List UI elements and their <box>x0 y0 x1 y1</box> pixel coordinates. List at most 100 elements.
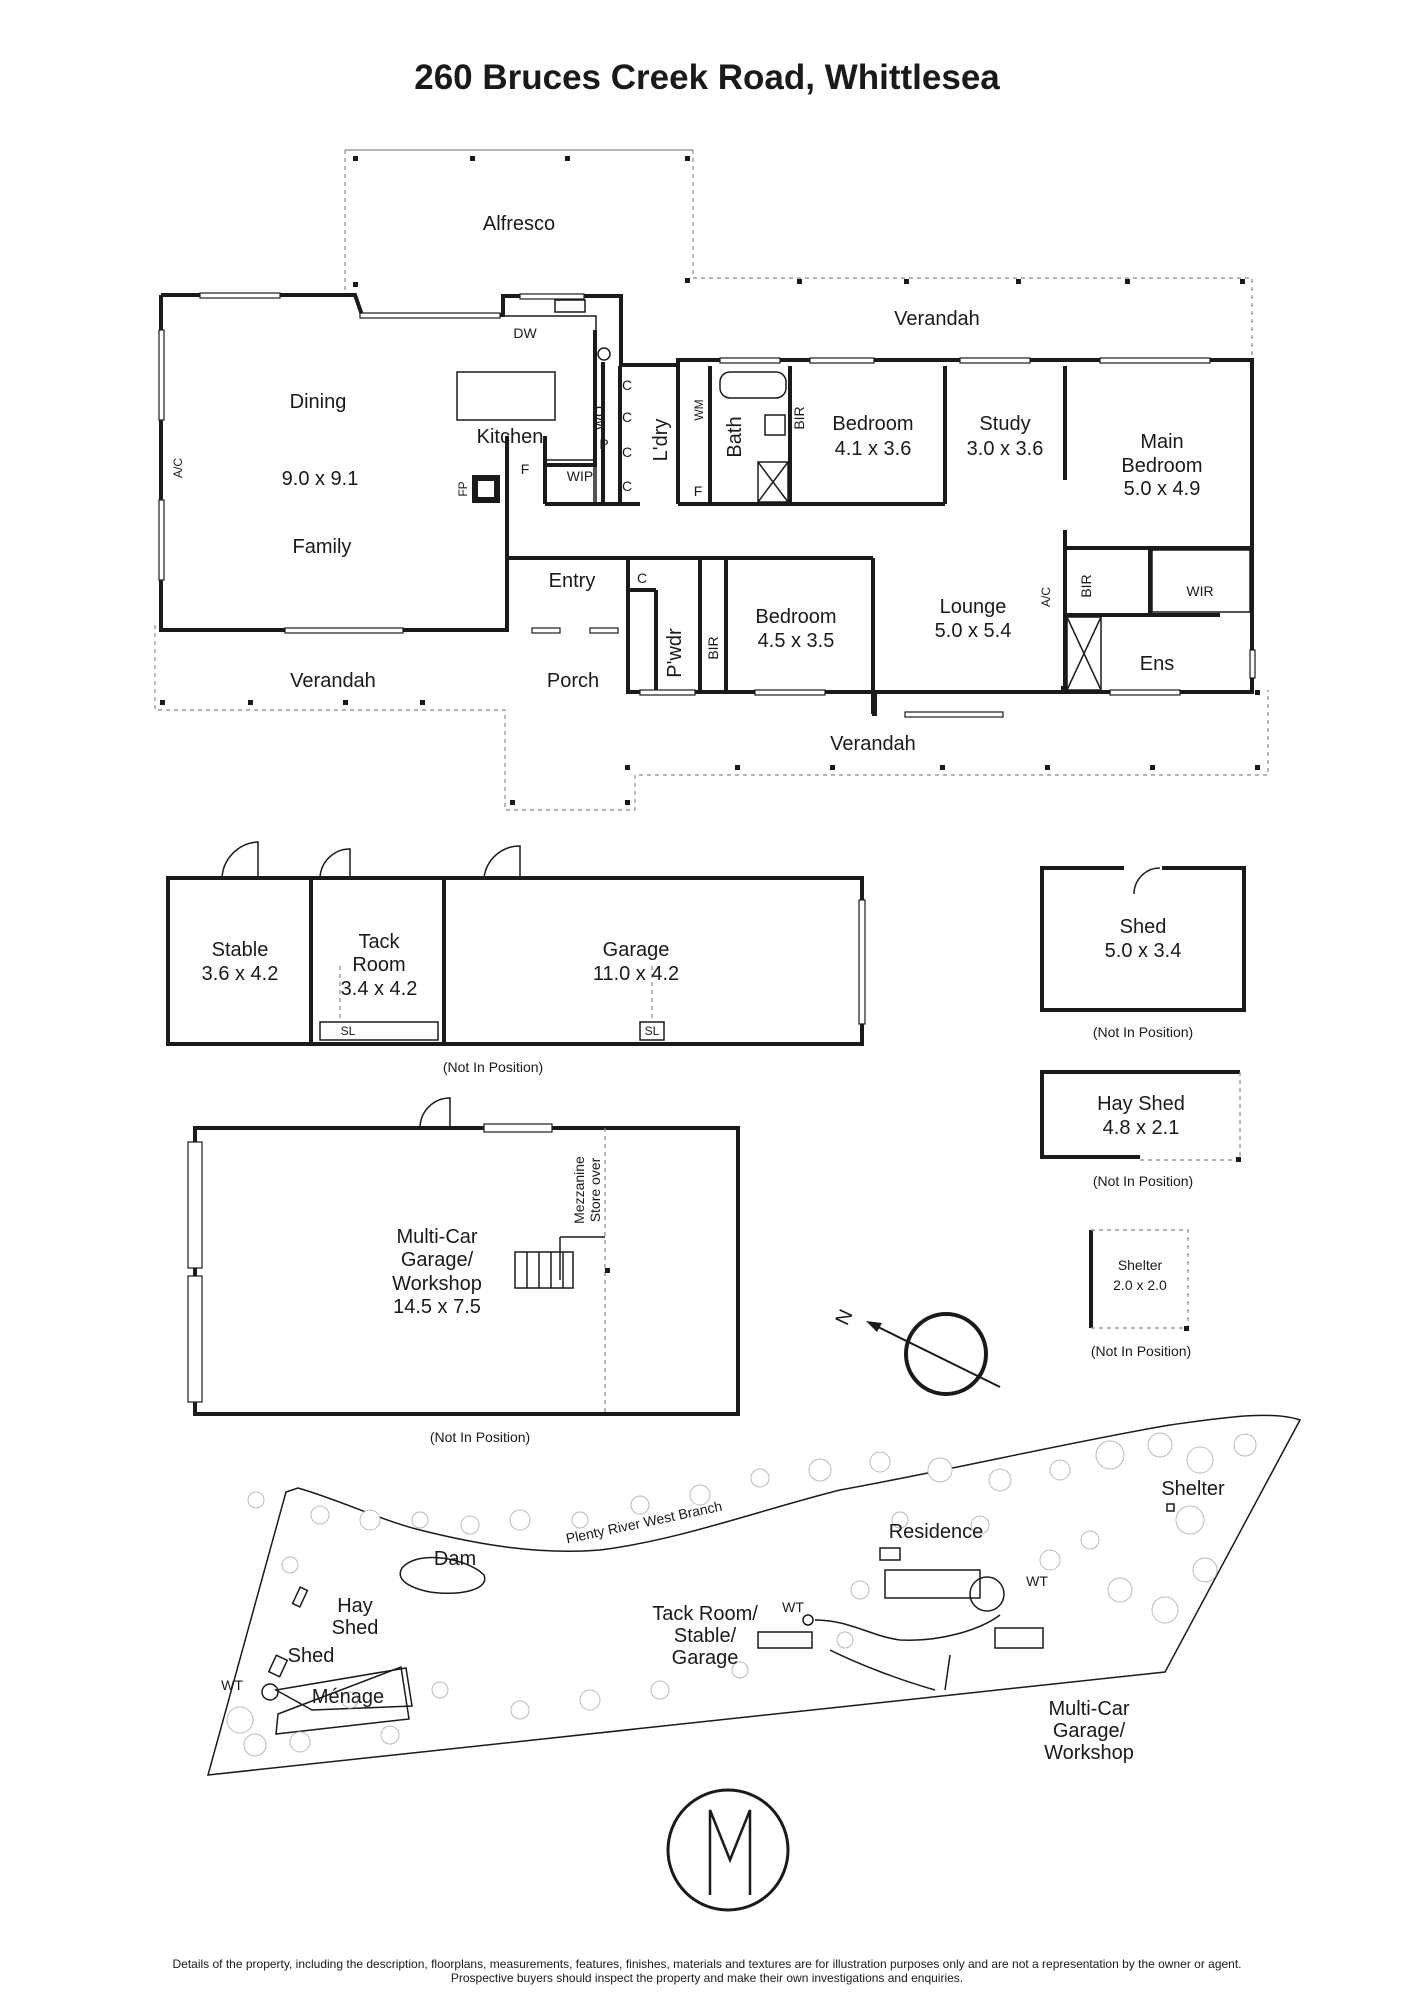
room-label-lounge: Lounge <box>940 596 1007 618</box>
compass-north-label: N <box>832 1306 858 1328</box>
room-label-dining: Dining <box>290 391 347 413</box>
label-mezzanine-2: Store over <box>587 1157 603 1222</box>
room-label-alfresco: Alfresco <box>483 213 555 235</box>
label-cupboard-2: C <box>622 409 632 425</box>
verandah-bottom-area <box>154 625 1269 811</box>
site-label-hay-2: Shed <box>332 1617 379 1639</box>
site-label-hay-1: Hay <box>337 1595 373 1617</box>
label-f-laundry: F <box>694 483 703 499</box>
disclaimer-line-1: Details of the property, including the d… <box>172 1957 1241 1971</box>
label-sl-garage: SL <box>645 1024 660 1038</box>
label-wip: WIP <box>567 468 593 484</box>
label-hay-shed-size: 4.8 x 2.1 <box>1103 1117 1180 1139</box>
label-bir-bed2: BIR <box>791 406 807 429</box>
interior-walls <box>456 299 1252 714</box>
room-label-dining-size: 9.0 x 9.1 <box>282 468 359 490</box>
label-tack-size: 3.4 x 4.2 <box>341 978 418 1000</box>
room-label-porch: Porch <box>547 670 599 692</box>
room-label-main-bedroom-size: 5.0 x 4.9 <box>1124 478 1201 500</box>
room-label-bedroom-3-size: 4.5 x 3.5 <box>758 630 835 652</box>
label-washing-machine: WM <box>692 399 706 420</box>
room-label-verandah-left: Verandah <box>290 670 376 692</box>
shelter-plan: Shelter 2.0 x 2.0 (Not In Position) <box>1089 1229 1191 1359</box>
room-label-kitchen: Kitchen <box>477 426 544 448</box>
hay-shed-plan: Hay Shed 4.8 x 2.1 (Not In Position) <box>1040 1070 1241 1189</box>
page-title: 260 Bruces Creek Road, Whittlesea <box>414 58 1000 97</box>
shed-plan: Shed 5.0 x 3.4 (Not In Position) <box>1040 866 1246 1040</box>
label-garage-size: 11.0 x 4.2 <box>593 963 679 985</box>
room-label-main-bedroom-1: Main <box>1140 431 1183 453</box>
room-label-family: Family <box>293 536 352 558</box>
label-not-in-position-1: (Not In Position) <box>443 1059 543 1075</box>
site-label-wt-3: WT <box>1026 1573 1048 1589</box>
multi-car-garage-plan: Mezzanine Store over Multi-Car Garage/ W… <box>187 1097 740 1445</box>
kitchen-island <box>456 371 556 421</box>
label-pantry: P <box>599 436 608 452</box>
label-dishwasher: DW <box>513 325 537 341</box>
room-label-main-bedroom-2: Bedroom <box>1121 455 1202 477</box>
site-label-multi-2: Garage/ <box>1053 1720 1126 1742</box>
room-label-bath: Bath <box>724 416 746 457</box>
site-label-multi-3: Workshop <box>1044 1742 1134 1764</box>
verandah-top-area <box>693 277 1253 358</box>
room-label-powder: P'wdr <box>664 628 686 678</box>
room-label-laundry: L'dry <box>650 419 672 462</box>
main-house-plan: Alfresco Verandah Dining 9.0 x 9.1 Famil… <box>154 149 1269 811</box>
label-not-in-position-2: (Not In Position) <box>1093 1024 1193 1040</box>
label-tack-2: Room <box>352 954 405 976</box>
label-stable: Stable <box>212 939 269 961</box>
label-shelter: Shelter <box>1118 1257 1163 1273</box>
label-not-in-position-5: (Not In Position) <box>430 1429 530 1445</box>
label-mezzanine-1: Mezzanine <box>571 1156 587 1224</box>
site-label-residence: Residence <box>889 1521 984 1543</box>
label-sl-tack: SL <box>341 1024 356 1038</box>
label-ac-family: A/C <box>171 458 185 478</box>
label-shelter-size: 2.0 x 2.0 <box>1113 1277 1167 1293</box>
stable-tack-garage-plan: Stable 3.6 x 4.2 Tack Room 3.4 x 4.2 Gar… <box>166 841 866 1075</box>
room-label-bedroom-3: Bedroom <box>755 606 836 628</box>
label-cupboard-1: C <box>622 377 632 393</box>
label-f-kitchen: F <box>521 461 530 477</box>
site-label-menage: Ménage <box>312 1686 384 1708</box>
label-wall-oven: WO <box>591 406 607 430</box>
room-label-bedroom-2-size: 4.1 x 3.6 <box>835 438 912 460</box>
site-label-tack-2: Stable/ <box>674 1625 737 1647</box>
site-label-shed: Shed <box>288 1645 335 1667</box>
label-shed-size: 5.0 x 3.4 <box>1105 940 1182 962</box>
site-label-tack-1: Tack Room/ <box>652 1603 758 1625</box>
room-label-verandah-top: Verandah <box>894 308 980 330</box>
site-label-wt-2: WT <box>782 1599 804 1615</box>
site-label-shelter: Shelter <box>1161 1478 1225 1500</box>
label-multicar-1: Multi-Car <box>396 1226 477 1248</box>
site-label-dam: Dam <box>434 1548 476 1570</box>
room-label-study: Study <box>979 413 1030 435</box>
label-not-in-position-3: (Not In Position) <box>1093 1173 1193 1189</box>
site-plan: Plenty River West Branch Dam Hay Shed Sh… <box>206 1414 1302 1776</box>
label-shed: Shed <box>1120 916 1167 938</box>
agency-logo <box>666 1788 790 1912</box>
room-label-study-size: 3.0 x 3.6 <box>967 438 1044 460</box>
room-label-lounge-size: 5.0 x 5.4 <box>935 620 1012 642</box>
room-label-entry: Entry <box>549 570 596 592</box>
label-bir-bed3: BIR <box>705 636 721 659</box>
label-multicar-3: Workshop <box>392 1273 482 1295</box>
room-label-verandah-bottom: Verandah <box>830 733 916 755</box>
label-cupboard-entry: C <box>637 570 647 586</box>
windows <box>158 292 1256 718</box>
label-ac-lounge: A/C <box>1039 587 1053 607</box>
label-bir-main: BIR <box>1078 574 1094 597</box>
label-cupboard-4: C <box>622 478 632 494</box>
label-not-in-position-4: (Not In Position) <box>1091 1343 1191 1359</box>
label-fireplace: FP <box>456 481 470 496</box>
label-cupboard-3: C <box>622 444 632 460</box>
site-label-multi-1: Multi-Car <box>1048 1698 1129 1720</box>
room-label-wir: WIR <box>1186 583 1213 599</box>
site-label-tack-3: Garage <box>672 1647 739 1669</box>
label-tack-1: Tack <box>358 931 400 953</box>
disclaimer-line-2: Prospective buyers should inspect the pr… <box>451 1971 963 1985</box>
room-label-ensuite: Ens <box>1140 653 1174 675</box>
label-stable-size: 3.6 x 4.2 <box>202 963 279 985</box>
label-multicar-size: 14.5 x 7.5 <box>393 1296 481 1318</box>
site-label-wt-1: WT <box>221 1677 243 1693</box>
